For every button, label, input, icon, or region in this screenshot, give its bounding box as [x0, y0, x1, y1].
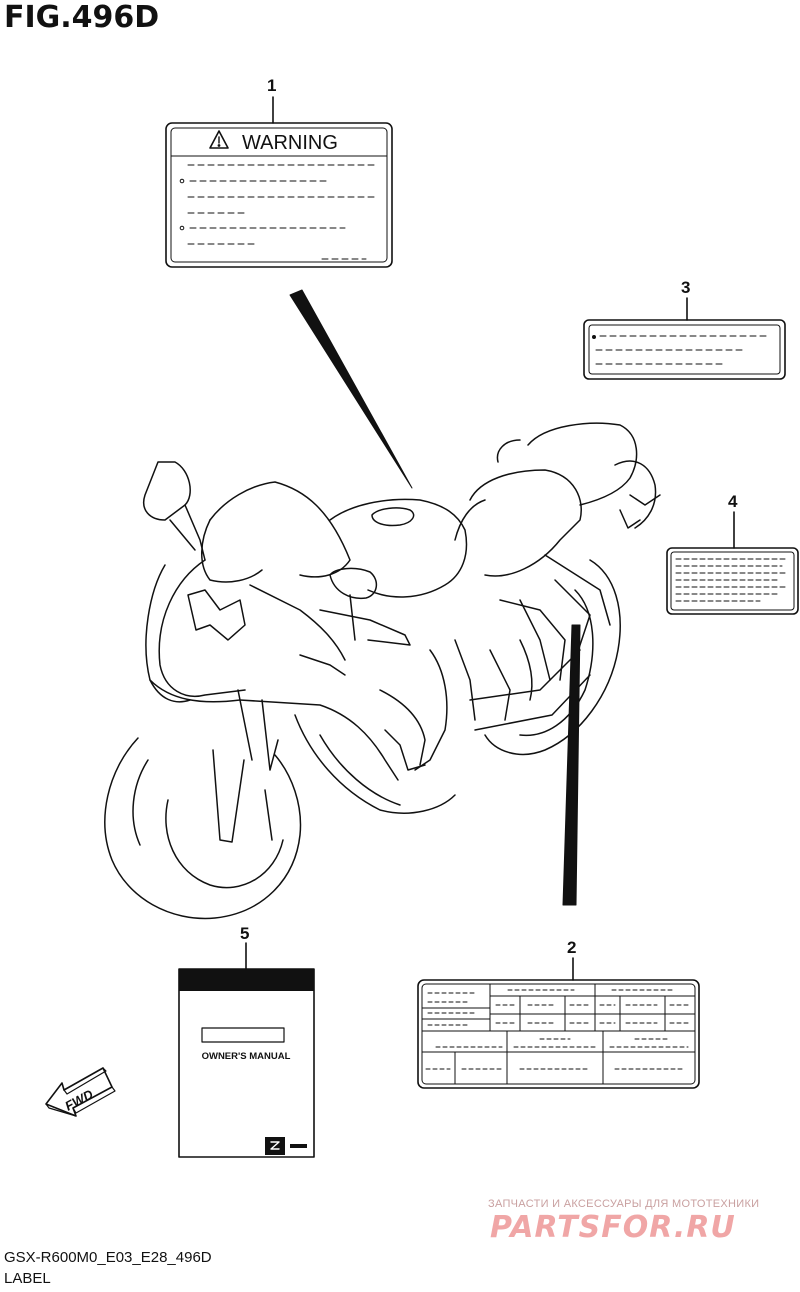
warning-heading: WARNING — [242, 132, 338, 154]
callout-5[interactable]: 5 — [240, 924, 250, 943]
caution-label-3[interactable] — [583, 297, 786, 380]
callout-2[interactable]: 2 — [567, 938, 577, 957]
diagram-label: LABEL — [4, 1270, 51, 1287]
callout-4[interactable]: 4 — [728, 492, 738, 511]
forward-arrow-icon — [45, 1067, 116, 1117]
owners-manual[interactable] — [178, 942, 315, 1158]
manual-title: OWNER'S MANUAL — [202, 1051, 291, 1062]
motorcycle-outline — [104, 422, 661, 920]
warning-label[interactable] — [165, 96, 393, 268]
figure-title: FIG.496D — [4, 0, 160, 35]
callout-3[interactable]: 3 — [681, 278, 691, 297]
info-label-4[interactable] — [666, 511, 799, 615]
callout-1[interactable]: 1 — [267, 76, 277, 95]
warning-triangle-icon — [209, 130, 229, 149]
diagram-code: GSX-R600M0_E03_E28_496D — [4, 1249, 212, 1266]
tire-info-label-2[interactable] — [417, 957, 700, 1089]
leader-pointer-1 — [289, 289, 413, 489]
watermark-brand: PARTSFOR.RU — [490, 1210, 736, 1245]
leader-pointer-2 — [562, 624, 581, 906]
watermark-tagline: ЗАПЧАСТИ И АКСЕССУАРЫ ДЛЯ МОТОТЕХНИКИ — [488, 1198, 760, 1210]
